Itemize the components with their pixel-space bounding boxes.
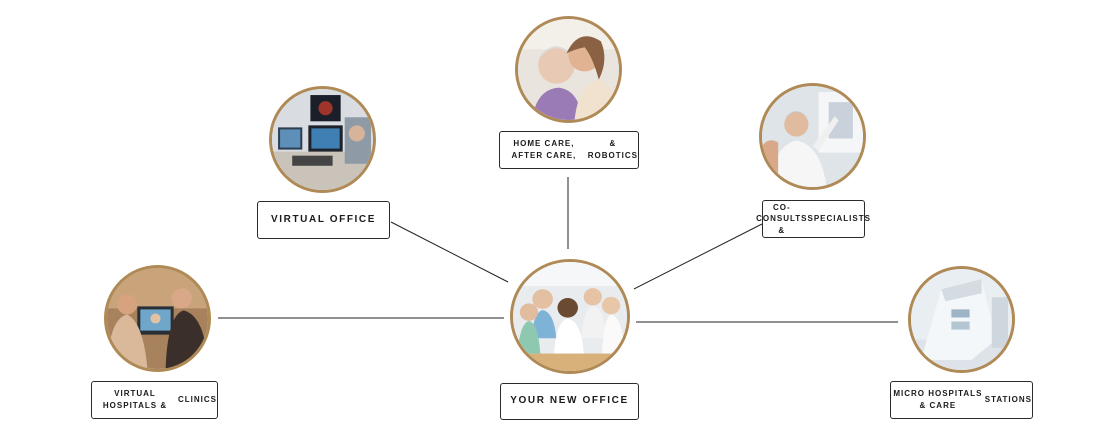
center-label-text: YOUR NEW OFFICE bbox=[510, 395, 629, 407]
virtual-hospitals-label-line1: VIRTUAL HOSPITALS & bbox=[102, 389, 168, 410]
virtual-office-label-text: VIRTUAL OFFICE bbox=[271, 213, 376, 225]
care-station-photo bbox=[908, 266, 1015, 373]
telehealth-photo bbox=[104, 265, 211, 372]
co-consults-label-line1: CO-CONSULTS & bbox=[756, 202, 808, 235]
virtual-hospitals-label-line2: CLINICS bbox=[178, 395, 217, 405]
virtual-office-photo bbox=[269, 86, 376, 193]
connector-co-consults bbox=[633, 223, 763, 290]
specialist-xray-photo bbox=[759, 83, 866, 190]
medical-team-photo bbox=[510, 259, 630, 374]
co-consults-label-line2: SPECIALISTS bbox=[807, 214, 871, 224]
co-consults-label: CO-CONSULTS & SPECIALISTS bbox=[756, 200, 870, 238]
home-care-label: HOME CARE, AFTER CARE, & ROBOTICS bbox=[499, 131, 639, 169]
virtual-hospitals-label: VIRTUAL HOSPITALS & CLINICS bbox=[91, 381, 218, 419]
micro-hospitals-label-line2: STATIONS bbox=[984, 395, 1032, 405]
virtual-office-label: VIRTUAL OFFICE bbox=[257, 201, 390, 239]
micro-hospitals-label: MICRO HOSPITALS & CARE STATIONS bbox=[890, 381, 1033, 419]
center-label: YOUR NEW OFFICE bbox=[500, 383, 639, 420]
home-care-label-line1: HOME CARE, AFTER CARE, bbox=[511, 139, 577, 160]
connector-virtual-office bbox=[390, 221, 509, 283]
home-care-label-line2: & ROBOTICS bbox=[587, 139, 638, 160]
home-care-photo bbox=[515, 16, 622, 123]
micro-hospitals-label-line1: MICRO HOSPITALS & CARE bbox=[893, 389, 983, 410]
